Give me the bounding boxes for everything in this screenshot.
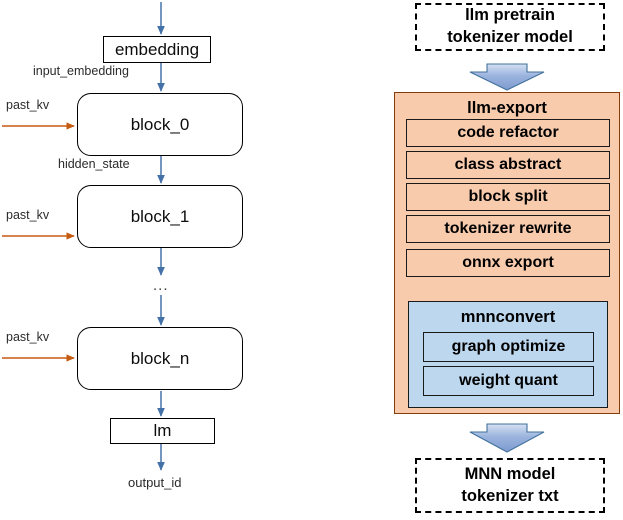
stage-class-abstract[interactable]: class abstract xyxy=(406,151,610,179)
edge-label-input-embedding: input_embedding xyxy=(33,64,129,78)
pipeline-output-line2: tokenizer txt xyxy=(461,486,559,505)
node-ellipsis: ... xyxy=(153,277,169,294)
node-block-n[interactable]: block_n xyxy=(77,327,243,390)
node-embedding[interactable]: embedding xyxy=(103,36,211,63)
llm-export-panel[interactable]: llm-export code refactor class abstract … xyxy=(394,92,620,414)
node-lm[interactable]: lm xyxy=(110,418,215,444)
label-past-kv-block0: past_kv xyxy=(6,98,50,112)
stage-code-refactor[interactable]: code refactor xyxy=(406,119,610,147)
stage-block-split[interactable]: block split xyxy=(406,183,610,211)
pipeline-input-line1: llm pretrain xyxy=(465,6,555,25)
label-past-kv-block1: past_kv xyxy=(6,208,50,222)
edge-label-hidden-state: hidden_state xyxy=(58,157,130,171)
pipeline-input-box[interactable]: llm pretrain tokenizer model xyxy=(415,3,605,51)
mnnconvert-panel[interactable]: mnnconvert graph optimize weight quant xyxy=(408,301,608,408)
llm-export-panel-title: llm-export xyxy=(467,99,547,117)
pipeline-input-line2: tokenizer model xyxy=(447,28,573,46)
node-block-0[interactable]: block_0 xyxy=(77,93,243,156)
node-output-id: output_id xyxy=(128,475,182,490)
label-past-kv-blockn: past_kv xyxy=(6,330,50,344)
node-block-1[interactable]: block_1 xyxy=(77,185,243,248)
pipeline-output-line1: MNN model xyxy=(464,464,556,483)
stage-tokenizer-rewrite[interactable]: tokenizer rewrite xyxy=(406,215,610,243)
mnnconvert-panel-title: mnnconvert xyxy=(460,308,556,326)
stage-weight-quant[interactable]: weight quant xyxy=(423,366,594,396)
stage-onnx-export[interactable]: onnx export xyxy=(406,249,610,277)
input-to-panel-arrow xyxy=(469,63,545,91)
panel-to-output-arrow xyxy=(469,423,545,453)
stage-graph-optimize[interactable]: graph optimize xyxy=(423,332,594,362)
pipeline-output-box[interactable]: MNN model tokenizer txt xyxy=(415,458,605,513)
